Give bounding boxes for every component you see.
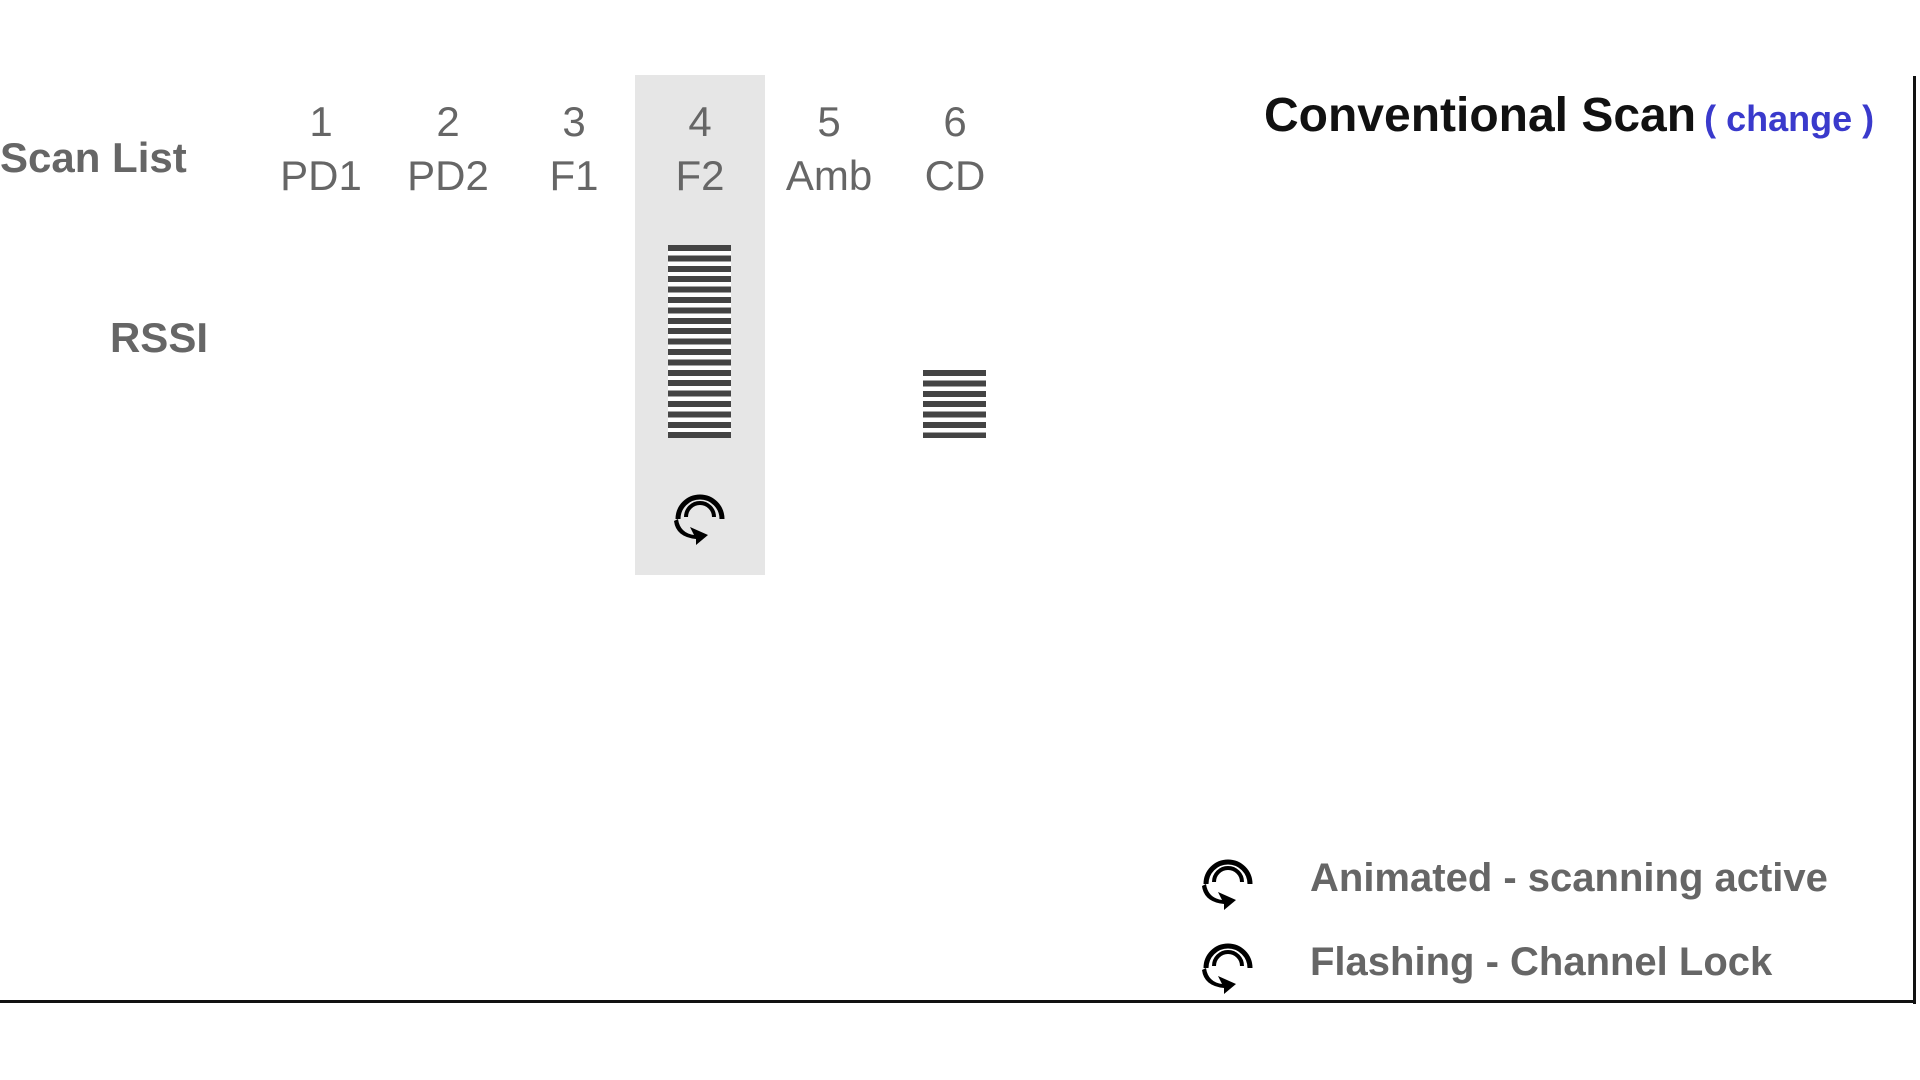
scan-mode-name: Conventional Scan [1264, 89, 1697, 142]
panel-border-bottom [0, 1000, 1916, 1003]
scan-mode-title: Conventional Scan( change ) [1264, 88, 1874, 143]
scan-animated-icon [1196, 848, 1260, 912]
legend-flashing-text: Flashing - Channel Lock [1310, 940, 1773, 984]
channel-number: 5 [817, 98, 841, 145]
channel-name: CD [924, 152, 986, 199]
legend-animated-text: Animated - scanning active [1310, 856, 1828, 900]
channel-name: PD1 [280, 152, 362, 199]
scan-list-label: Scan List [0, 134, 187, 181]
rssi-label: RSSI [109, 314, 208, 361]
scan-flashing-icon [1196, 932, 1260, 996]
channel-number: 4 [688, 98, 712, 145]
rssi-bar [923, 369, 986, 438]
panel-border-right [1913, 76, 1916, 1004]
channel-name: F1 [549, 152, 599, 199]
channel-name: PD2 [407, 152, 489, 199]
channel-name: Amb [785, 152, 873, 199]
change-scan-mode-link[interactable]: ( change ) [1704, 98, 1875, 139]
channel-name: F2 [675, 152, 725, 199]
channel-number: 6 [943, 98, 967, 145]
rssi-bar [668, 244, 731, 438]
scan-active-icon [668, 483, 732, 547]
channel-number: 1 [309, 98, 333, 145]
channel-number: 2 [436, 98, 460, 145]
channel-number: 3 [562, 98, 586, 145]
